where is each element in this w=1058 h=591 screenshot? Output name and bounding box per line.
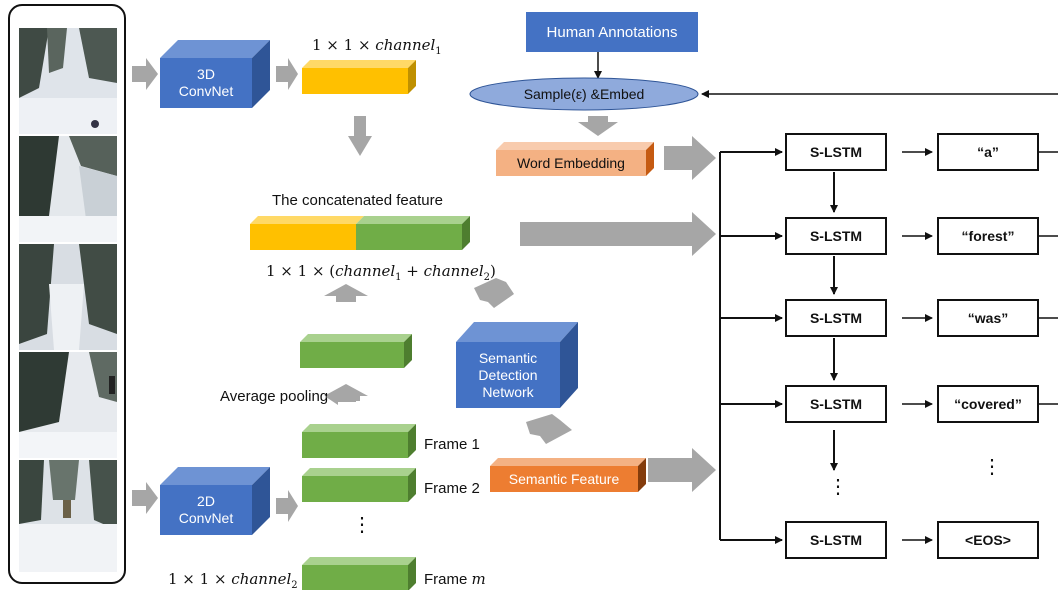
output-word-5: <EOS> — [965, 532, 1011, 548]
concatenated-feature-bar — [250, 216, 470, 250]
concat-dims-word-2: channel — [423, 262, 484, 280]
lstm-box-5 — [785, 521, 887, 559]
channel2-dims-word: channel — [231, 570, 292, 588]
frames-ellipsis: ⋮ — [352, 514, 372, 536]
gray-arrow-3d-to-bar — [276, 58, 298, 90]
channel2-dims-label: 1 × 1 × channel2 — [168, 570, 298, 591]
channel1-dims-prefix: 1 × 1 × — [312, 36, 376, 54]
concat-dims-label: 1 × 1 × (channel1 + channel2) — [266, 262, 496, 283]
lstm-box-3 — [785, 299, 887, 337]
frame-m-symbol: m — [471, 570, 486, 588]
lstm-label-3: S-LSTM — [809, 310, 863, 326]
channel2-dims-sub: 2 — [291, 580, 298, 591]
output-word-4: “covered” — [954, 396, 1022, 412]
lstm-label-5: S-LSTM — [809, 532, 863, 548]
average-pooling-label: Average pooling — [220, 388, 329, 405]
gray-arrow-embedding-to-lstm — [664, 136, 716, 180]
gray-arrow-down-3d — [348, 116, 372, 156]
output-word-1: “a” — [977, 144, 999, 160]
conv3d-cube — [160, 40, 270, 108]
frame-2-bar — [302, 468, 416, 502]
channel2-dims-prefix: 1 × 1 × — [168, 570, 232, 588]
channel1-dims-label: 1 × 1 × channel1 — [312, 36, 442, 57]
video-frame-5 — [19, 460, 117, 572]
lstm-label-2: S-LSTM — [809, 228, 863, 244]
gray-arrow-sample-to-embedding — [578, 116, 618, 136]
conv3d-label: 3D ConvNet — [160, 60, 252, 106]
concat-feature-label: The concatenated feature — [272, 192, 443, 209]
average-pooled-bar — [300, 334, 412, 368]
conv3d-label-line-1: 3D — [197, 66, 215, 82]
lstm-ellipsis: ⋮ — [828, 476, 848, 498]
semantic-detection-line-3: Network — [482, 383, 534, 400]
semantic-detection-cube — [456, 322, 578, 408]
semantic-detection-line-1: Semantic — [478, 349, 538, 366]
semantic-detection-label: Semantic Detection Network — [456, 344, 560, 406]
lstm-label-1: S-LSTM — [809, 144, 863, 160]
word-box-5 — [937, 521, 1039, 559]
frame-m-bar — [302, 557, 416, 590]
sample-embed-label: Sample(ε) &Embed — [523, 86, 645, 102]
concat-dims-prefix: 1 × 1 × — [266, 262, 330, 280]
frame-m-label: Frame m — [424, 570, 486, 589]
video-frame-1 — [19, 28, 117, 134]
gray-arrow-strip-to-3d — [132, 58, 158, 90]
video-frame-3 — [19, 244, 117, 350]
lstm-label-4: S-LSTM — [809, 396, 863, 412]
conv2d-label-line-1: 2D — [197, 493, 215, 509]
lstm-box-2 — [785, 217, 887, 255]
word-embedding-box — [496, 142, 654, 176]
human-annotations-label: Human Annotations — [546, 23, 678, 41]
gray-arrow-concat-to-lstm — [520, 212, 716, 256]
gray-arrow-up-avg-to-concat — [324, 284, 368, 302]
sample-embed-ellipse — [469, 77, 699, 111]
channel1-dims-sub: 1 — [435, 46, 442, 57]
conv2d-cube — [160, 467, 270, 535]
frame-1-bar — [302, 424, 416, 458]
conv2d-label-line-2: ConvNet — [178, 510, 234, 526]
word-embedding-label: Word Embedding — [517, 155, 625, 171]
semantic-detection-line-2: Detection — [478, 366, 538, 383]
output-word-2: “forest” — [961, 228, 1015, 244]
semantic-feature-label: Semantic Feature — [508, 471, 620, 487]
word-box-4 — [937, 385, 1039, 423]
gray-arrow-strip-to-2d — [132, 482, 158, 514]
frame-2-label: Frame 2 — [424, 480, 480, 497]
video-frame-4 — [19, 352, 117, 458]
video-frame-strip — [8, 4, 126, 584]
conv2d-label: 2D ConvNet — [160, 487, 252, 533]
gray-arrow-semantic-to-feature — [526, 414, 572, 444]
gray-arrow-semantic-to-concat — [474, 278, 514, 308]
human-annotations-box — [526, 12, 698, 52]
concat-dims-word-1: channel — [335, 262, 396, 280]
channel1-feature-bar — [302, 60, 416, 94]
lstm-box-4 — [785, 385, 887, 423]
word-box-2 — [937, 217, 1039, 255]
frame-m-word: Frame — [424, 571, 468, 588]
output-word-3: “was” — [967, 310, 1009, 326]
concat-dims-sub-1: 1 — [395, 272, 402, 283]
average-pooling-arrow — [326, 389, 360, 405]
lstm-box-1 — [785, 133, 887, 171]
word-box-1 — [937, 133, 1039, 171]
conv3d-label-line-2: ConvNet — [178, 83, 234, 99]
channel1-dims-word: channel — [375, 36, 436, 54]
video-frame-2 — [19, 136, 117, 242]
frame-1-label: Frame 1 — [424, 436, 480, 453]
gray-arrow-2d-to-bars — [276, 490, 298, 522]
concat-dims-sub-2: 2 — [483, 272, 491, 283]
word-ellipsis: ⋮ — [982, 456, 1002, 478]
gray-arrow-semantic-feature-to-lstm — [648, 448, 716, 492]
semantic-feature-box — [490, 458, 646, 492]
